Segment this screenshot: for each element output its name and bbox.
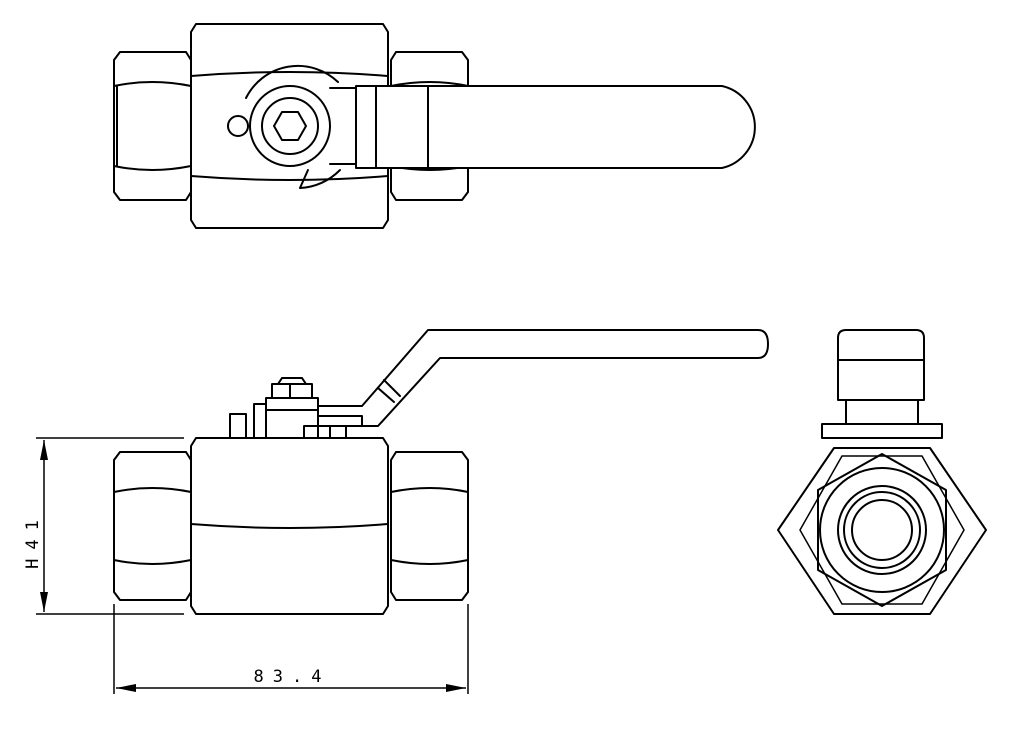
top-stop-plate: [227, 64, 341, 189]
top-body: [190, 23, 389, 229]
front-stem-assembly: [229, 377, 363, 439]
front-left-nut: [113, 451, 192, 601]
front-body: [190, 437, 389, 615]
front-lever: [317, 329, 769, 427]
top-view: [113, 23, 756, 229]
height-dimension: H41: [23, 437, 184, 615]
side-handle: [837, 329, 925, 401]
length-dimension-label: 83.4: [254, 667, 331, 687]
height-dimension-label: H41: [23, 511, 43, 569]
side-hex-body: [777, 447, 987, 615]
top-lever-handle: [355, 85, 756, 169]
top-left-nut: [113, 51, 192, 201]
front-right-nut: [390, 451, 469, 601]
side-view: [777, 329, 987, 615]
front-view: [113, 329, 769, 615]
top-stem-bolt: [249, 85, 357, 167]
length-dimension: 83.4: [113, 604, 469, 694]
